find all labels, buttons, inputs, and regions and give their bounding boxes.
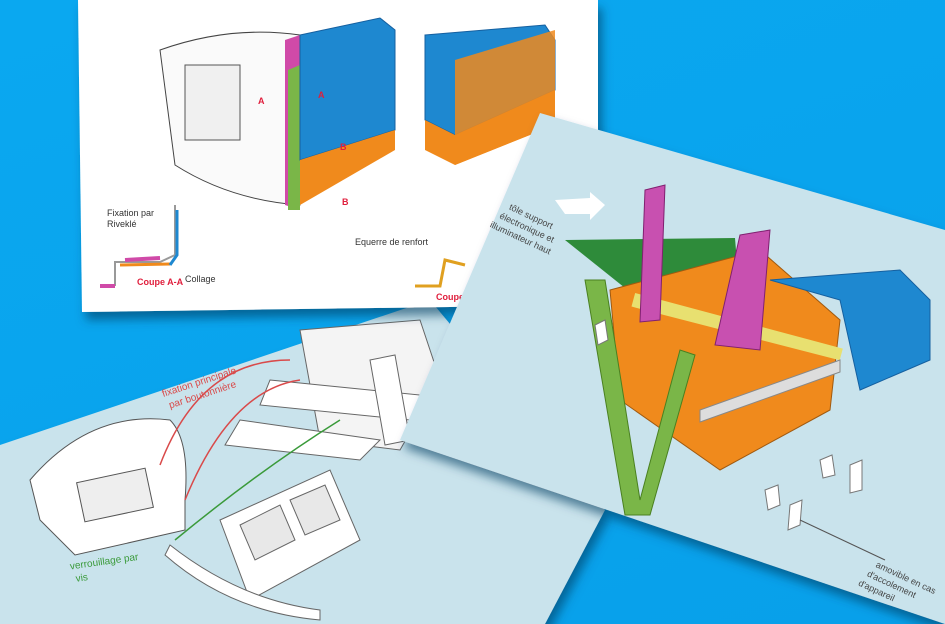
equerre-drawing <box>415 258 466 288</box>
marker-b-top: B <box>340 142 347 152</box>
label-fixation: Fixation par <box>107 208 154 218</box>
label-collage: Collage <box>185 274 216 284</box>
card-chassis-exploded: tôle support électronique et illuminateu… <box>400 113 945 624</box>
label-coupe-b: Coupe <box>436 292 464 302</box>
label-equerre: Equerre de renfort <box>355 237 429 247</box>
magenta-rail-1 <box>639 184 666 323</box>
marker-a-left: A <box>258 96 265 106</box>
arrow-red-1 <box>184 379 301 501</box>
marker-a-right: A <box>318 90 325 100</box>
arrow-green <box>174 419 341 541</box>
blue-cover-3 <box>769 269 931 391</box>
label-vis: vis <box>75 572 89 585</box>
small-brackets <box>594 319 863 531</box>
magenta-rail-2 <box>714 229 771 351</box>
arrow-red-2 <box>159 359 291 466</box>
label-coupe-aa: Coupe A-A <box>137 277 184 287</box>
green-frame <box>584 279 696 516</box>
blue-cover <box>299 17 396 161</box>
card-enclosure-views: A A B B Fixation par Riveklé Collage Equ… <box>78 0 598 312</box>
orange-base <box>300 130 395 205</box>
marker-b-bottom: B <box>342 197 349 207</box>
label-rivekle: Riveklé <box>107 219 137 229</box>
arrow-white-icon <box>555 192 605 220</box>
